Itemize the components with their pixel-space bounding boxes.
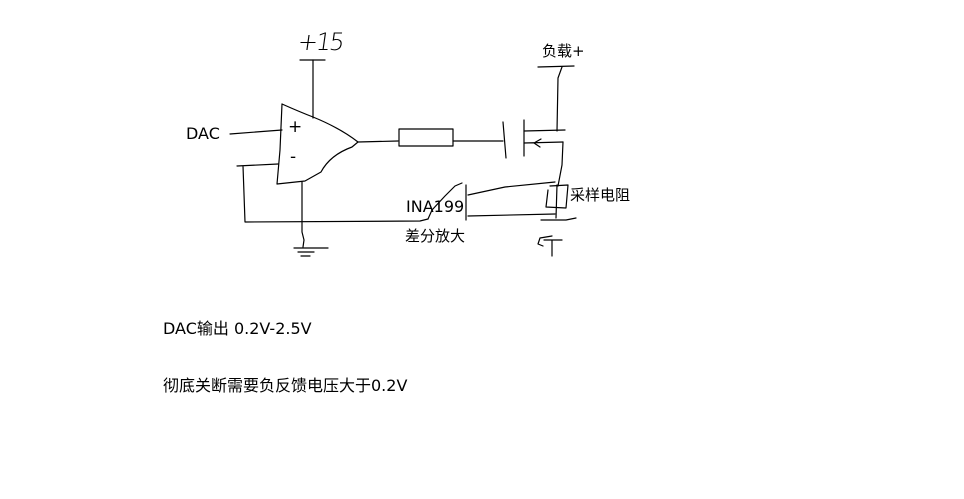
supply-label: +15 [296, 28, 345, 56]
sense-resistor [540, 184, 577, 221]
opamp-ground-symbol [293, 181, 329, 257]
amp-part-label: INA199 [406, 197, 465, 216]
sense-resistor-label: 采样电阻 [570, 186, 631, 204]
source-wire [557, 141, 564, 187]
mosfet [502, 119, 566, 159]
opamp-plus-label: + [288, 117, 303, 137]
load-label: 负载+ [542, 42, 585, 60]
dac-input-wire [229, 129, 283, 135]
opamp-minus-label: - [290, 147, 297, 167]
dac-label: DAC [186, 124, 220, 143]
feedback-wire [236, 163, 429, 223]
supply-rail [299, 59, 326, 119]
opamp-triangle [276, 103, 359, 185]
load-ground-symbol [537, 235, 563, 257]
differential-amplifier [427, 181, 556, 221]
gate-resistor [398, 128, 454, 147]
note-shutdown: 彻底关断需要负反馈电压大于0.2V [163, 376, 408, 395]
note-dac-range: DAC输出 0.2V-2.5V [163, 319, 312, 338]
output-wire [357, 140, 399, 143]
amp-desc-label: 差分放大 [405, 227, 466, 245]
load-wire [537, 65, 575, 132]
